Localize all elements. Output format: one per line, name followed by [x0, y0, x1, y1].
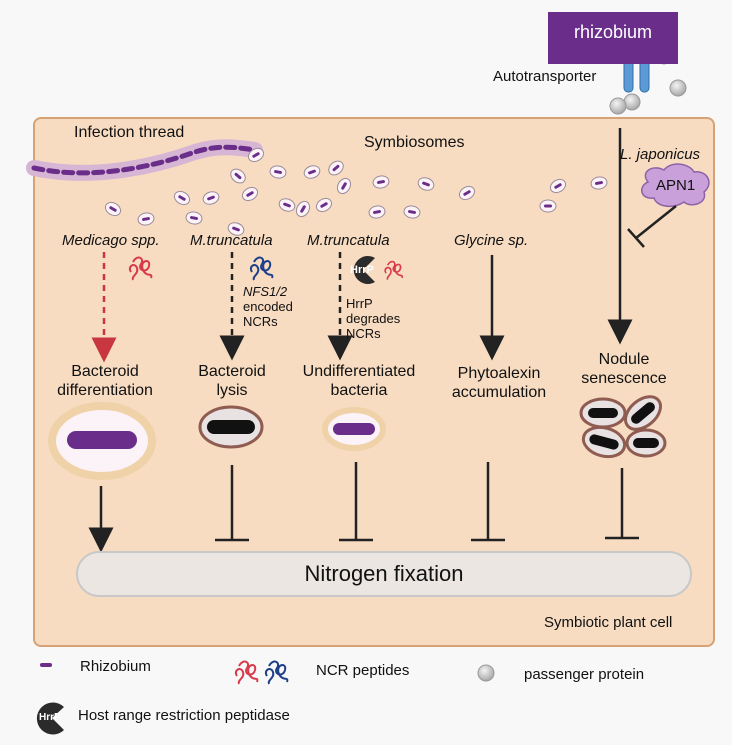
species-glycine: Glycine sp.	[454, 232, 529, 249]
infection-thread-label: Infection thread	[74, 124, 185, 141]
legend-peptidase-icon	[36, 702, 64, 735]
species-mtruncatula-2: M.truncatula	[307, 232, 390, 249]
species-medicago: Medicago spp.	[62, 232, 160, 249]
ncr-red-icon	[128, 256, 153, 281]
inhibit-senescence	[605, 468, 639, 540]
apn1-blob	[641, 163, 710, 208]
bacteroid-lysed	[198, 405, 264, 449]
nitrogen-fixation-label: Nitrogen fixation	[304, 561, 464, 586]
hrrp-peptidase-icon	[353, 256, 375, 285]
legend-passenger-label: passenger protein	[524, 666, 645, 683]
species-mtruncatula-1: M.truncatula	[190, 232, 273, 249]
legend-peptidase-label: Host range restriction peptidase	[78, 707, 290, 724]
nfs-note: NFS1/2 encoded NCRs	[243, 284, 293, 329]
ncr-blue-icon	[249, 256, 274, 281]
legend-ncr-label: NCR peptides	[316, 662, 410, 679]
infection-thread	[26, 139, 263, 181]
legend-rhizobium-label: Rhizobium	[80, 658, 151, 675]
legend-ncr-blue-icon	[264, 660, 289, 685]
nitrogen-fixation-bar	[76, 551, 692, 597]
ncr-red-icon-2	[384, 260, 404, 281]
inhibition-apn1	[627, 205, 677, 248]
hrrp-icon-label: HrrP	[350, 264, 374, 276]
inhibit-phytoalexin	[471, 462, 505, 542]
rhizobium-box	[548, 12, 678, 64]
hrrp-note: HrrP degrades NCRs	[346, 296, 401, 341]
legend-peptidase-icon-label: HrrP	[39, 712, 61, 723]
senescent-bacteria	[579, 395, 667, 459]
species-lotus: L. japonicus	[620, 146, 701, 163]
symbiosomes-label: Symbiosomes	[364, 134, 465, 151]
legend-passenger-protein-icon	[477, 664, 495, 682]
apn1-label: APN1	[656, 177, 696, 194]
undifferentiated-bacterium	[322, 407, 386, 451]
legend-rhizobium-icon	[40, 663, 52, 667]
inhibit-undifferentiated	[339, 462, 373, 542]
rhizobium-label: rhizobium	[573, 22, 653, 42]
inhibit-lysis	[215, 465, 249, 542]
autotransporter-label: Autotransporter	[493, 68, 597, 85]
legend-ncr-red-icon	[234, 660, 259, 685]
bacteroid-differentiated	[48, 402, 156, 480]
symbiotic-plant-cell-label: Symbiotic plant cell	[544, 614, 673, 631]
